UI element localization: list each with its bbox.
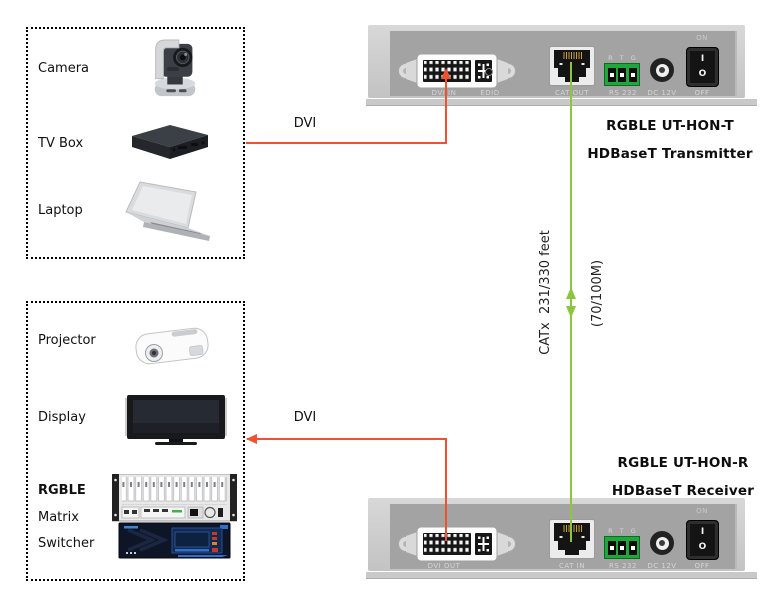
rs232-label: RS 232 [609,89,637,97]
cat-out-label: CAT OUT [554,89,590,97]
display-image [125,395,227,447]
dvi-in-label: DVI IN [431,89,457,97]
dvi-out-port [398,524,516,564]
catx-cable-line [570,62,572,542]
power-off-label: OFF [694,89,710,97]
catx-arrow-down [566,306,576,318]
matrix-label-line2: Matrix [38,510,79,525]
dc-jack-pin [659,67,665,73]
dvi-cable-top-label: DVI [293,116,317,131]
rs232-pin-r [607,67,616,82]
switch-on-symbol: I [700,526,705,537]
rs232-port [604,536,640,559]
catx-cable-label: CATx 231/330 feet [538,230,553,355]
switch-off-symbol: O [698,542,707,553]
rs232-pin-labels: R T G [608,54,636,62]
dvi-cable-bottom-horizontal [247,438,447,440]
edid-button [485,68,493,76]
receiver-type: HDBaseT Receiver [611,483,755,499]
matrix-label-line3: Switcher [38,536,95,551]
dc-jack-ring [655,536,669,550]
dvi-in-port [398,51,516,91]
catx-arrow-up [566,287,576,299]
power-on-label: ON [696,34,708,42]
dvi-cable-top-vertical [445,78,447,144]
receiver-title: RGBLE UT-HON-R HDBaseT Receiver [588,449,778,505]
tv-box-label: TV Box [38,136,84,151]
power-off-label: OFF [694,562,710,570]
rs232-label: RS 232 [609,562,637,570]
switch-on-symbol: I [700,53,705,64]
rs232-pin-labels: R T G [608,527,636,535]
dc-12v-label: DC 12V [647,562,677,570]
cat-out-port [549,46,595,86]
edid-label: EDID [480,89,500,97]
rs232-pin-g [628,540,637,555]
switch-off-symbol: O [698,69,707,80]
rs232-port [604,63,640,86]
transmitter-type: HDBaseT Transmitter [587,146,753,162]
rs232-pin-g [628,67,637,82]
catx-distance-label: (70/100M) [590,259,605,328]
receiver-panel: DVI OUT CAT IN R T G RS 232 [366,498,758,580]
projector-image [133,323,213,373]
power-on-label: ON [696,507,708,515]
power-switch: I O [686,520,719,560]
dc-jack-ring [655,63,669,77]
matrix-switcher-image [112,474,237,559]
power-switch: I O [686,47,719,87]
tv-box-image [118,118,218,166]
camera-image [146,36,204,102]
camera-label: Camera [38,61,90,76]
laptop-image [120,180,215,248]
dc-power-jack [650,58,674,82]
receiver-base-bar [366,572,757,579]
transmitter-panel: DVI IN EDID CAT OUT R T G RS 232 [366,25,758,107]
dvi-out-label: DVI OUT [427,562,461,570]
rs232-pin-t [618,67,626,82]
cat-in-label: CAT IN [559,562,585,570]
rs232-pin-r [607,540,616,555]
receiver-model: RGBLE UT-HON-R [617,455,749,471]
projector-label: Projector [38,333,96,348]
dc-12v-label: DC 12V [647,89,677,97]
dvi-cable-top-horizontal [246,142,447,144]
dvi-cable-bottom-arrowhead [246,434,257,444]
dc-jack-pin [659,540,665,546]
display-label: Display [38,410,86,425]
laptop-label: Laptop [38,203,83,218]
dvi-cable-bottom-vertical [445,440,447,541]
rs232-pin-t [618,540,626,555]
transmitter-title: RGBLE UT-HON-T HDBaseT Transmitter [572,112,768,168]
dvi-cable-top-arrowhead [441,68,451,79]
dvi-cable-bottom-label: DVI [293,410,317,425]
transmitter-base-bar [366,99,757,106]
transmitter-model: RGBLE UT-HON-T [606,118,734,134]
matrix-label-brand: RGBLE [38,483,86,498]
dc-power-jack [650,531,674,555]
cat-in-port [549,519,595,559]
